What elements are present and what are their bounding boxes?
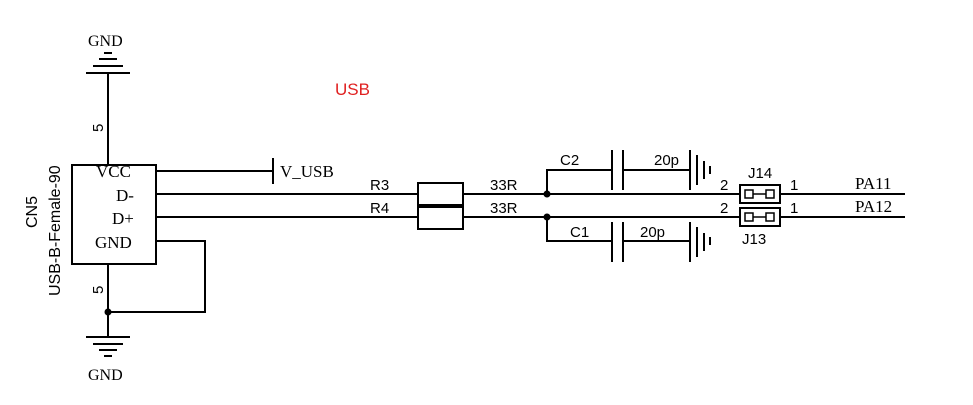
gnd-label-bottom: GND xyxy=(88,367,123,384)
pin-label-dplus: D+ xyxy=(112,209,134,228)
resistor-r4-value: 33R xyxy=(490,200,518,217)
capacitor-c2: C2 20p xyxy=(546,150,711,194)
net-label-pa11: PA11 xyxy=(855,174,892,193)
net-label-pa12: PA12 xyxy=(855,197,892,216)
jumper-j13-pin2: 2 xyxy=(720,200,728,217)
connector-ref: CN5 xyxy=(24,196,41,228)
jumper-j14-pin1: 1 xyxy=(790,177,798,194)
pin-label-dminus: D- xyxy=(116,186,134,205)
resistor-r3-value: 33R xyxy=(490,177,518,194)
resistor-r4-ref: R4 xyxy=(370,200,389,217)
jumper-j14-pin2: 2 xyxy=(720,177,728,194)
capacitor-c2-ref: C2 xyxy=(560,152,579,169)
jumper-j14-ref: J14 xyxy=(748,165,772,182)
capacitor-c1: C1 20p xyxy=(546,217,711,262)
capacitor-c2-value: 20p xyxy=(654,152,679,169)
connector-part: USB-B-Female-90 xyxy=(47,165,64,296)
gnd-symbol-bottom: GND xyxy=(86,336,130,384)
shield-pin-label-top: 5 xyxy=(90,124,107,132)
jumper-j13-pin1: 1 xyxy=(790,200,798,217)
usb-connector: VCC D- D+ GND xyxy=(71,162,157,265)
shield-pin-label-bottom: 5 xyxy=(90,286,107,294)
jumper-j13: J13 2 1 xyxy=(720,200,798,248)
resistor-r4: R4 33R xyxy=(370,200,518,230)
gnd-symbol-top: GND xyxy=(86,33,130,165)
schematic-title: USB xyxy=(335,80,370,99)
capacitor-c1-ref: C1 xyxy=(570,224,589,241)
resistor-r3-ref: R3 xyxy=(370,177,389,194)
pin-label-gnd: GND xyxy=(95,233,132,252)
pin-label-vcc: VCC xyxy=(96,162,131,181)
jumper-j14: J14 2 1 xyxy=(720,165,798,204)
capacitor-c1-value: 20p xyxy=(640,224,665,241)
vusb-label: V_USB xyxy=(280,162,334,181)
gnd-label-top: GND xyxy=(88,33,123,50)
resistor-r3: R3 33R xyxy=(370,177,518,206)
jumper-j13-ref: J13 xyxy=(742,231,766,248)
